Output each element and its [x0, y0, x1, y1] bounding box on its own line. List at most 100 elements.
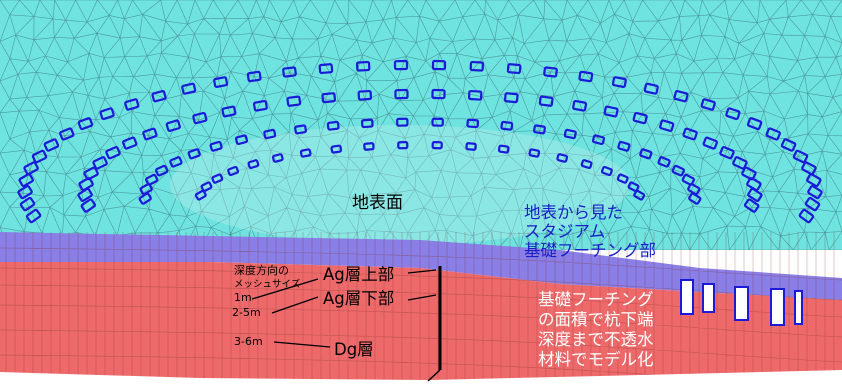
footing-pad [806, 173, 822, 188]
footing-pad [500, 120, 514, 131]
footing-pad [124, 98, 140, 111]
footing-pad [580, 159, 593, 170]
footing-pad [431, 141, 443, 150]
footing-pad [467, 89, 483, 101]
footing-pad [213, 76, 229, 88]
stadium-caption-line2: スタジアム [524, 222, 605, 241]
footing-pad [360, 118, 374, 129]
footing-pad [23, 161, 39, 176]
footing-pad [221, 105, 237, 118]
footing-pad [578, 70, 594, 83]
footing-pad [187, 148, 201, 160]
footing-pad [355, 60, 371, 72]
footing-pad [363, 142, 375, 151]
footing-pad [671, 164, 685, 177]
footing-pad [271, 153, 284, 163]
mesh-heading-line1: 深度方向の [234, 263, 289, 277]
ag-upper-layer [0, 232, 842, 300]
footing-pad [318, 63, 334, 75]
footing-pad [282, 66, 297, 78]
footing-pad [780, 138, 797, 152]
mesh-size-3-6m: 3-6m [234, 335, 263, 348]
footing-pad [139, 183, 153, 196]
footing-note-line3: 深度まで不透水 [538, 330, 654, 349]
leader-3-6m [273, 341, 331, 348]
footing-pad [431, 117, 444, 127]
footing-pad [659, 119, 675, 132]
footing-pad [18, 173, 34, 188]
footing-pad [397, 141, 409, 150]
footing-pad [528, 148, 541, 158]
footing-pad [396, 117, 409, 127]
footing-pad [165, 119, 181, 132]
footing-pad [181, 82, 197, 95]
footing-pad [469, 60, 485, 72]
footing-pad [688, 192, 702, 205]
footing-pad [639, 148, 653, 160]
footing-pad [503, 92, 519, 104]
footing-pad [572, 99, 588, 112]
footing-pad [393, 59, 409, 71]
footing-pad [798, 208, 815, 224]
footing-column [680, 279, 694, 315]
footing-pad [681, 173, 695, 186]
footing-pad [122, 136, 138, 150]
footing-pad [394, 88, 409, 100]
footing-pad [138, 192, 152, 205]
footing-pad [611, 76, 627, 88]
layer-ag-lower-label: Ag層下部 [323, 289, 394, 308]
footing-note-line4: 材料でモデル化 [538, 349, 654, 369]
footing-pad [294, 124, 307, 135]
footing-pad [142, 127, 158, 141]
footing-pad [155, 164, 169, 177]
footing-pad [330, 144, 343, 154]
footing-pad [563, 128, 577, 140]
footing-pad [99, 107, 115, 121]
footing-pad [145, 173, 159, 186]
footing-pad [105, 146, 121, 160]
leader-2-5m [271, 296, 319, 314]
footing-pad [200, 181, 213, 192]
footing-pad [17, 185, 33, 200]
footing-pad [591, 134, 606, 146]
footing-pad [627, 181, 640, 192]
mesh-size-2-5m: 2-5m [232, 306, 261, 319]
ag-lower-layer [0, 262, 842, 390]
footing-pad [431, 88, 446, 100]
footing-pad [77, 187, 93, 203]
footing-pad [765, 127, 781, 141]
footing-column [770, 288, 785, 326]
footing-pad [466, 118, 480, 129]
footing-pad [299, 148, 312, 158]
footing-pad [538, 95, 554, 107]
footing-pad [632, 111, 648, 125]
footing-pad [92, 156, 108, 170]
leader-ag-upper [407, 269, 437, 274]
footing-pad [543, 66, 558, 78]
footing-pad [234, 134, 249, 146]
mesh-edges [0, 0, 842, 250]
footing-column [734, 286, 749, 321]
footing-pad [497, 144, 510, 154]
stadium-caption-line3: 基礎フーチング部 [524, 241, 656, 260]
footing-pad [743, 198, 760, 213]
mesh-size-1m: 1m [234, 291, 252, 304]
leader-lines [251, 269, 437, 348]
footing-pad [246, 70, 262, 83]
below-model-area [0, 370, 842, 390]
footing-pad [533, 124, 546, 135]
footing-note-line2: の面積で杭下端 [538, 310, 654, 329]
footing-pad [673, 90, 689, 103]
dense-mesh-zone [170, 125, 630, 245]
footing-pad [657, 156, 671, 168]
footing-pad [25, 208, 42, 224]
footing-pad [746, 177, 762, 192]
footing-pad [687, 183, 701, 196]
stadium-caption-line1: 地表から見た [524, 203, 623, 222]
footing-column [702, 283, 715, 313]
leader-ag-lower [407, 294, 437, 301]
footing-pad [801, 161, 817, 176]
footing-pad [792, 149, 809, 164]
footing-pad [741, 166, 757, 181]
